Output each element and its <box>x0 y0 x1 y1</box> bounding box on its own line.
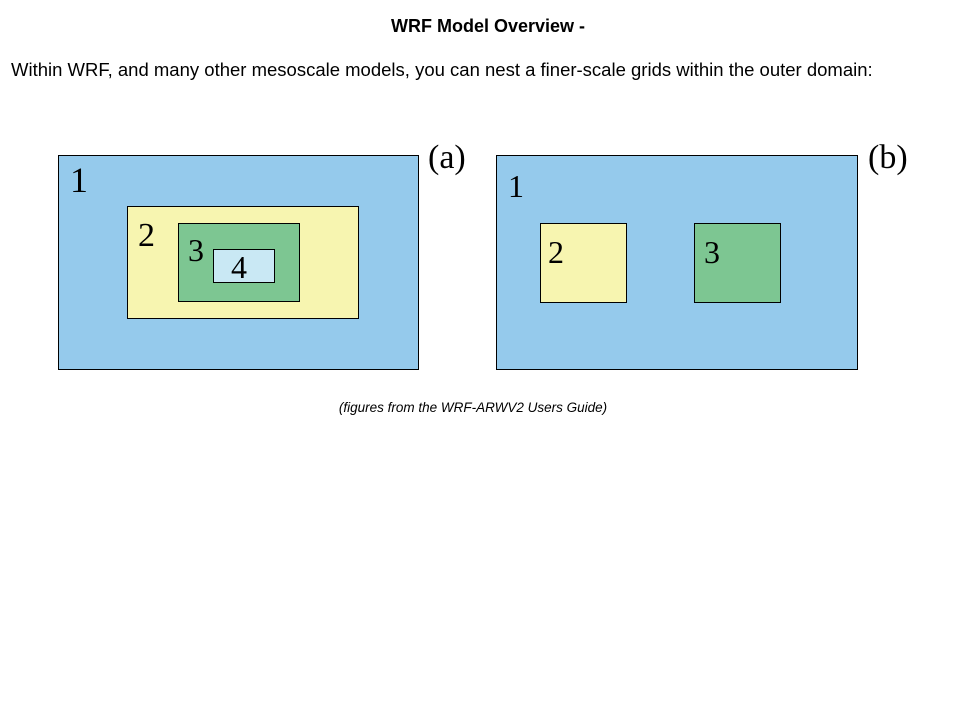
panel-a-domain-2: 2 3 4 <box>127 206 359 319</box>
panel-a-domain-1-label: 1 <box>70 160 88 200</box>
panel-b-domain-1: 1 2 3 <box>496 155 858 370</box>
panel-b-domain-2: 2 <box>540 223 627 303</box>
panel-b-domain-3-label: 3 <box>704 234 720 270</box>
panel-a-label: (a) <box>428 139 466 176</box>
panel-b-domain-1-label: 1 <box>508 168 524 204</box>
panel-b-label: (b) <box>868 139 908 176</box>
figure-caption: (figures from the WRF-ARWV2 Users Guide) <box>338 400 608 415</box>
panel-b-domain-2-label: 2 <box>548 234 564 270</box>
panel-a-domain-3: 3 4 <box>178 223 300 302</box>
panel-b-domain-3: 3 <box>694 223 781 303</box>
panel-a-domain-4-label: 4 <box>231 249 247 285</box>
panel-a-domain-1: 1 2 3 4 <box>58 155 419 370</box>
panel-a-domain-2-label: 2 <box>138 217 155 254</box>
slide-title: WRF Model Overview - <box>390 16 586 36</box>
panel-a-domain-4: 4 <box>213 249 275 283</box>
intro-text: Within WRF, and many other mesoscale mod… <box>11 59 873 80</box>
panel-a-domain-3-label: 3 <box>188 232 204 268</box>
